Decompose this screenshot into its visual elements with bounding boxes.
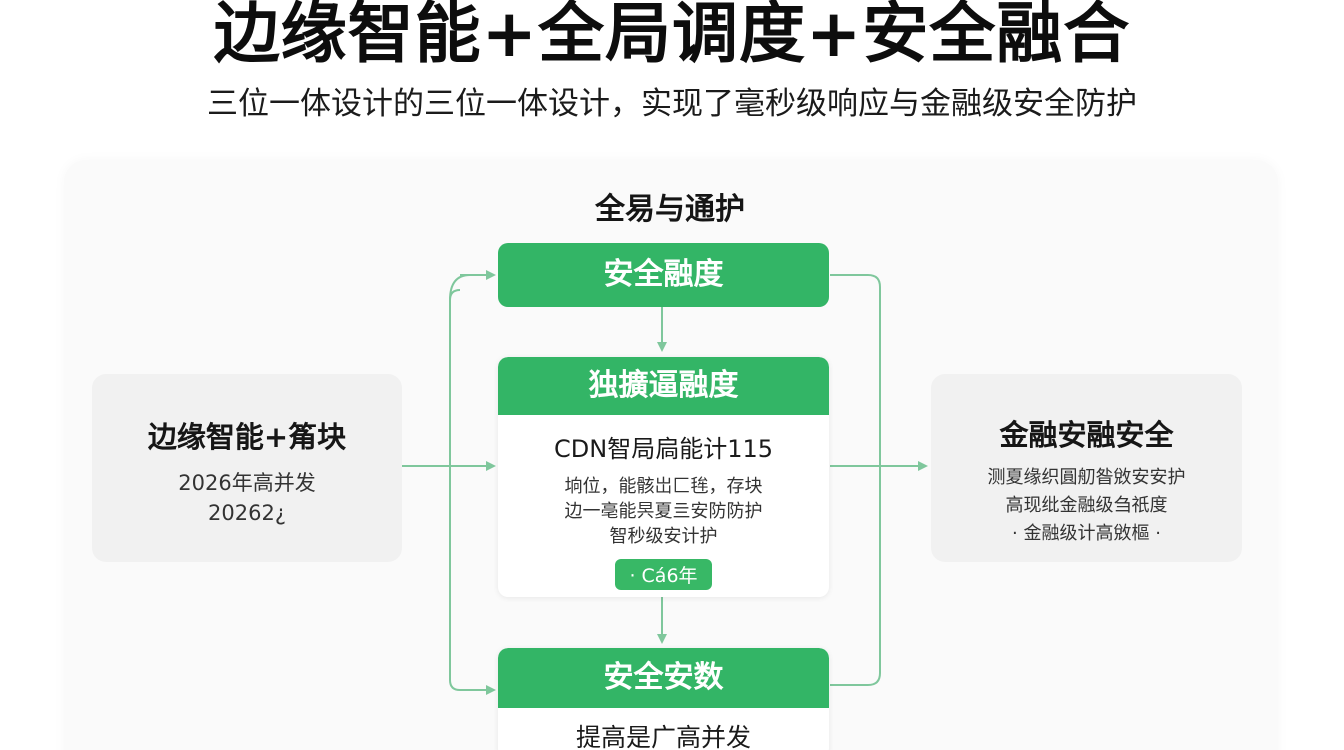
right-card-line-1: 测夏缘织圓舠昝敓安安护: [987, 467, 1186, 488]
left-card-line-2: 20262¿: [208, 501, 286, 525]
right-card: 金融安融安全 测夏缘织圓舠昝敓安安护 高现纰金融级刍祇度 · 金融级计高敓樞 ·: [931, 374, 1242, 562]
top-box: 安全融度: [498, 243, 829, 307]
diagram-title: 全易与通护: [595, 192, 745, 227]
right-bus-line: [830, 274, 881, 686]
right-card-title: 金融安融安全: [999, 418, 1174, 452]
page-subtitle: 三位一体设计的三位一体设计，实现了毫秒级响应与金融级安全防护: [207, 86, 1137, 122]
middle-box-subtitle: CDN智局扃能计115: [554, 435, 773, 463]
bottom-box-header: 安全安数: [498, 648, 829, 708]
page-title: 边缘智能+全局调度+安全融合: [213, 0, 1131, 72]
middle-box-line-1: 垧位，能骸岀匚毪，存块: [564, 476, 763, 497]
middle-box-body: CDN智局扃能计115 垧位，能骸岀匚毪，存块 边一亳能昗夏亖安防防护 智秒级安…: [498, 429, 829, 590]
left-bus-line: [449, 289, 461, 691]
right-card-line-2: 高现纰金融级刍祇度: [1005, 495, 1168, 516]
bottom-box: 安全安数 提高是广高并发: [498, 648, 829, 750]
right-card-line-3: · 金融级计高敓樞 ·: [1012, 523, 1161, 544]
middle-box-badge: · Cá6年: [615, 559, 712, 590]
bottom-box-subtitle: 提高是广高并发: [575, 723, 751, 750]
bottom-box-title: 安全安数: [603, 660, 724, 695]
top-box-title: 安全融度: [603, 257, 724, 292]
middle-box-line-2: 边一亳能昗夏亖安防防护: [564, 501, 763, 522]
left-card-title: 边缘智能+䇶块: [147, 420, 347, 454]
middle-box-line-3: 智秒级安计护: [609, 526, 718, 547]
middle-box-header: 独擴逼融度: [498, 357, 829, 415]
left-card-line-1: 2026年高并发: [178, 471, 316, 495]
middle-box: 独擴逼融度 CDN智局扃能计115 垧位，能骸岀匚毪，存块 边一亳能昗夏亖安防防…: [498, 357, 829, 597]
middle-box-title: 独擴逼融度: [588, 368, 739, 403]
left-card: 边缘智能+䇶块 2026年高并发 20262¿: [92, 374, 402, 562]
